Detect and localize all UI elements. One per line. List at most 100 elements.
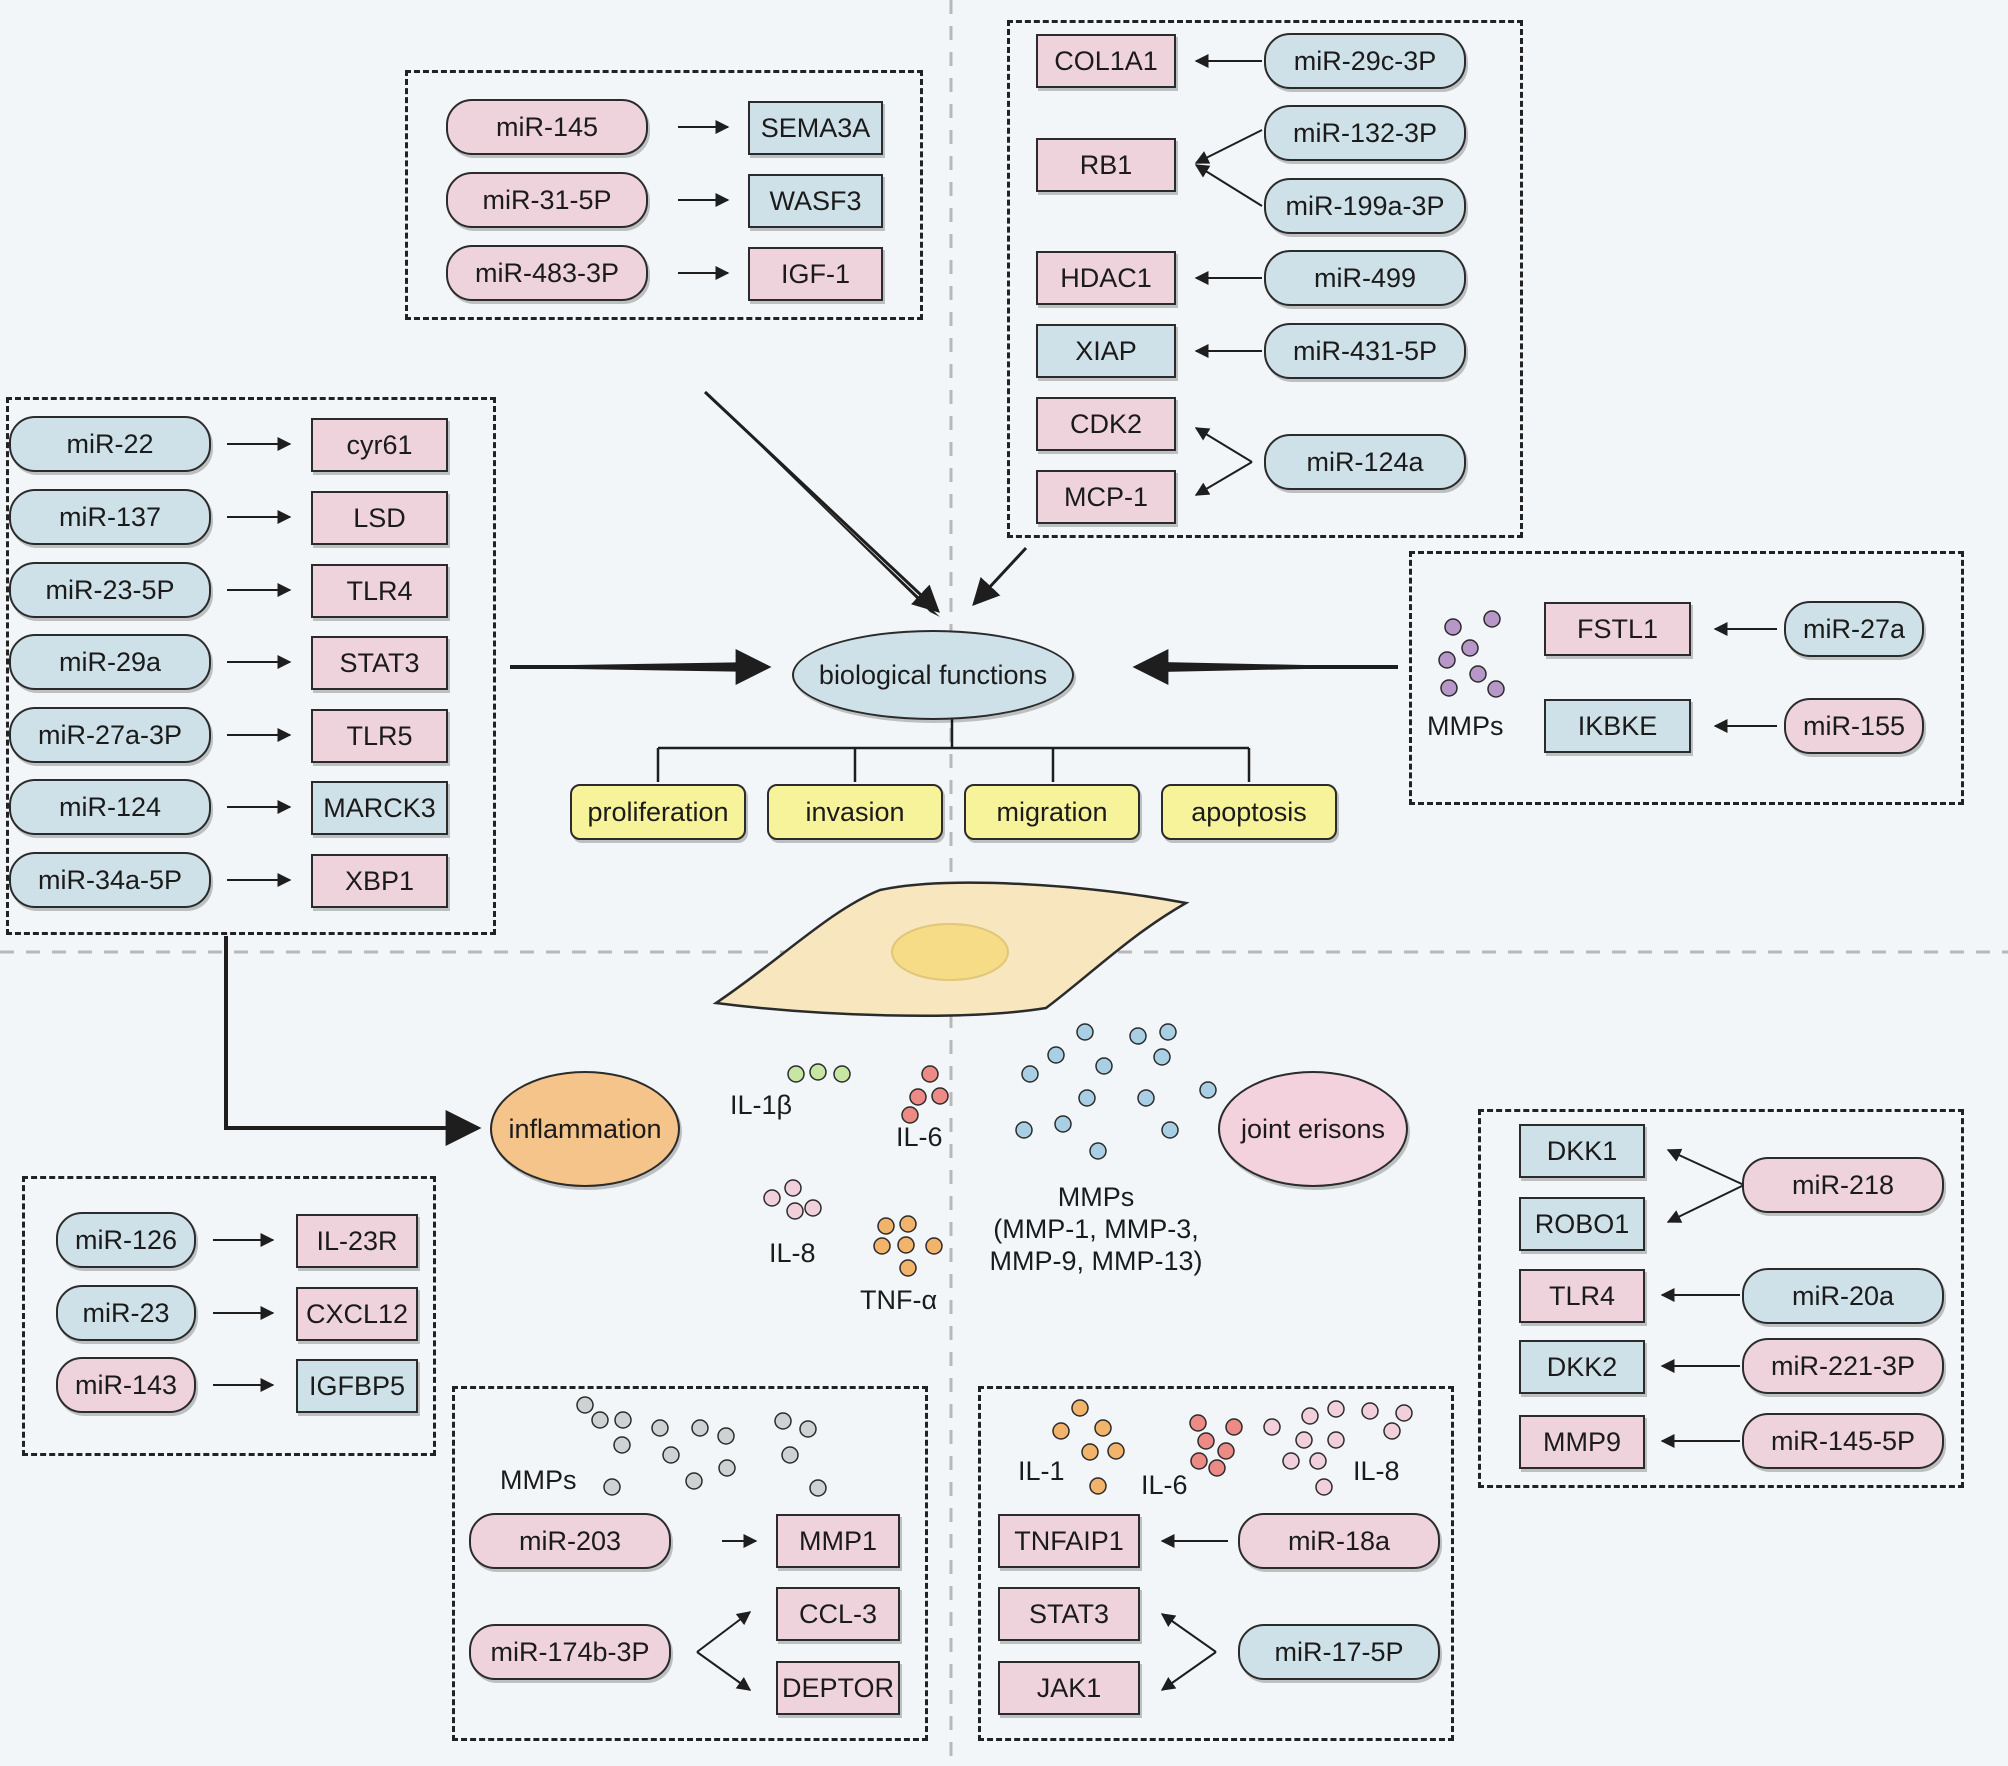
inflammation-ellipse: inflammation	[490, 1071, 680, 1187]
box-top-center	[405, 70, 923, 320]
arrow-left-to-inflammation	[224, 936, 482, 1146]
joint-erosions-ellipse: joint erisons	[1218, 1071, 1408, 1187]
mirna-pill: miR-145-5P	[1742, 1413, 1944, 1469]
il6-label: IL-6	[896, 1122, 943, 1152]
target-box: STAT3	[998, 1587, 1140, 1641]
target-box: CDK2	[1036, 397, 1176, 451]
mmp-dots-bottom	[576, 1396, 827, 1497]
target-box: XBP1	[311, 854, 448, 908]
tnfa-label: TNF-α	[860, 1285, 938, 1315]
target-box: MCP-1	[1036, 470, 1176, 524]
function-box-apoptosis: apoptosis	[1161, 784, 1337, 840]
box-bottom-left	[22, 1176, 436, 1456]
mirna-pill: miR-23-5P	[9, 562, 211, 618]
mmps-center-title: MMPs	[1057, 1182, 1135, 1212]
cell-illustration	[712, 881, 1190, 1017]
target-box: CCL-3	[776, 1587, 900, 1641]
il1b-label: IL-1β	[730, 1090, 793, 1120]
mirna-pill: miR-29a	[9, 634, 211, 690]
target-box: DEPTOR	[776, 1661, 900, 1715]
target-box: FSTL1	[1544, 602, 1691, 656]
arrow-mir124a-cdk2	[1194, 427, 1253, 463]
mirna-pill: miR-29c-3P	[1264, 33, 1466, 89]
target-box: MMP9	[1519, 1415, 1645, 1469]
mirna-pill: miR-18a	[1238, 1513, 1440, 1569]
arrow-mir199a-rb1	[1194, 164, 1263, 207]
mirna-pill: miR-431-5P	[1264, 323, 1466, 379]
mirna-pill: miR-499	[1264, 250, 1466, 306]
target-box: IL-23R	[296, 1214, 418, 1268]
mirna-pill: miR-174b-3P	[469, 1624, 671, 1680]
arrow-mir124a-mcp1	[1194, 461, 1253, 496]
function-box-invasion: invasion	[767, 784, 943, 840]
target-box: TLR4	[311, 564, 448, 618]
il6-label: IL-6	[1141, 1470, 1188, 1500]
target-box: IGFBP5	[296, 1359, 418, 1413]
arrow-topright-to-center	[972, 546, 1028, 606]
target-box: MARCK3	[311, 781, 448, 835]
target-box: TNFAIP1	[998, 1514, 1140, 1568]
target-box: XIAP	[1036, 324, 1176, 378]
target-box: COL1A1	[1036, 34, 1176, 88]
target-box: MMP1	[776, 1514, 900, 1568]
target-box: HDAC1	[1036, 251, 1176, 305]
box-bottom-center	[452, 1386, 928, 1741]
mirna-pill: miR-17-5P	[1238, 1624, 1440, 1680]
mirna-pill: miR-22	[9, 416, 211, 472]
mirna-pill: miR-27a-3P	[9, 707, 211, 763]
arrow-mir132-rb1	[1194, 129, 1263, 164]
biological-functions-ellipse: biological functions	[792, 630, 1074, 720]
target-box: RB1	[1036, 138, 1176, 192]
mmps-label: MMPs	[500, 1465, 577, 1495]
target-box: cyr61	[311, 418, 448, 472]
mirna-pill: miR-203	[469, 1513, 671, 1569]
box-top-right	[1007, 20, 1523, 538]
mirna-pill: miR-34a-5P	[9, 852, 211, 908]
box-left	[6, 397, 496, 935]
mirna-pill: miR-20a	[1742, 1268, 1944, 1324]
mmp-dots-center	[1015, 1023, 1217, 1160]
target-box: CXCL12	[296, 1287, 418, 1341]
target-box: IKBKE	[1544, 699, 1691, 753]
mirna-pill: miR-27a	[1784, 601, 1924, 657]
il8-dots	[763, 1179, 822, 1220]
box-bottom-right	[978, 1386, 1454, 1741]
mirna-pill: miR-218	[1742, 1157, 1944, 1213]
target-box: STAT3	[311, 636, 448, 690]
tnfa-dots	[873, 1215, 943, 1277]
mirna-pill: miR-137	[9, 489, 211, 545]
il1b-dots	[787, 1063, 851, 1083]
mirna-pill: miR-31-5P	[446, 172, 648, 228]
mirna-pill: miR-124	[9, 779, 211, 835]
target-box: WASF3	[748, 174, 883, 228]
target-box: DKK2	[1519, 1340, 1645, 1394]
mmps-center-caption: MMPs (MMP-1, MMP-3, MMP-9, MMP-13)	[946, 1181, 1246, 1277]
mirna-pill: miR-221-3P	[1742, 1338, 1944, 1394]
mmps-label: MMPs	[1427, 711, 1504, 741]
target-box: TLR4	[1519, 1269, 1645, 1323]
target-box: ROBO1	[1519, 1197, 1645, 1251]
function-box-proliferation: proliferation	[570, 784, 746, 840]
target-box: TLR5	[311, 709, 448, 763]
mmps-center-line1: (MMP-1, MMP-3,	[993, 1214, 1199, 1244]
mirna-pill: miR-483-3P	[446, 245, 648, 301]
mmps-center-line2: MMP-9, MMP-13)	[989, 1246, 1203, 1276]
target-box: IGF-1	[748, 247, 883, 301]
mirna-pill: miR-199a-3P	[1264, 178, 1466, 234]
mirna-pill: miR-23	[56, 1285, 196, 1341]
mmp-dots-right	[1438, 610, 1505, 698]
function-box-migration: migration	[964, 784, 1140, 840]
mirna-pill: miR-126	[56, 1212, 196, 1268]
target-box: JAK1	[998, 1661, 1140, 1715]
target-box: DKK1	[1519, 1124, 1645, 1178]
il8-label: IL-8	[1353, 1456, 1400, 1486]
il6-dots	[901, 1065, 949, 1124]
mirna-pill: miR-124a	[1264, 434, 1466, 490]
il8-label: IL-8	[769, 1238, 816, 1268]
box-right-mid	[1409, 551, 1964, 805]
mirna-pill: miR-143	[56, 1357, 196, 1413]
mirna-pill: miR-145	[446, 99, 648, 155]
target-box: SEMA3A	[748, 101, 883, 155]
